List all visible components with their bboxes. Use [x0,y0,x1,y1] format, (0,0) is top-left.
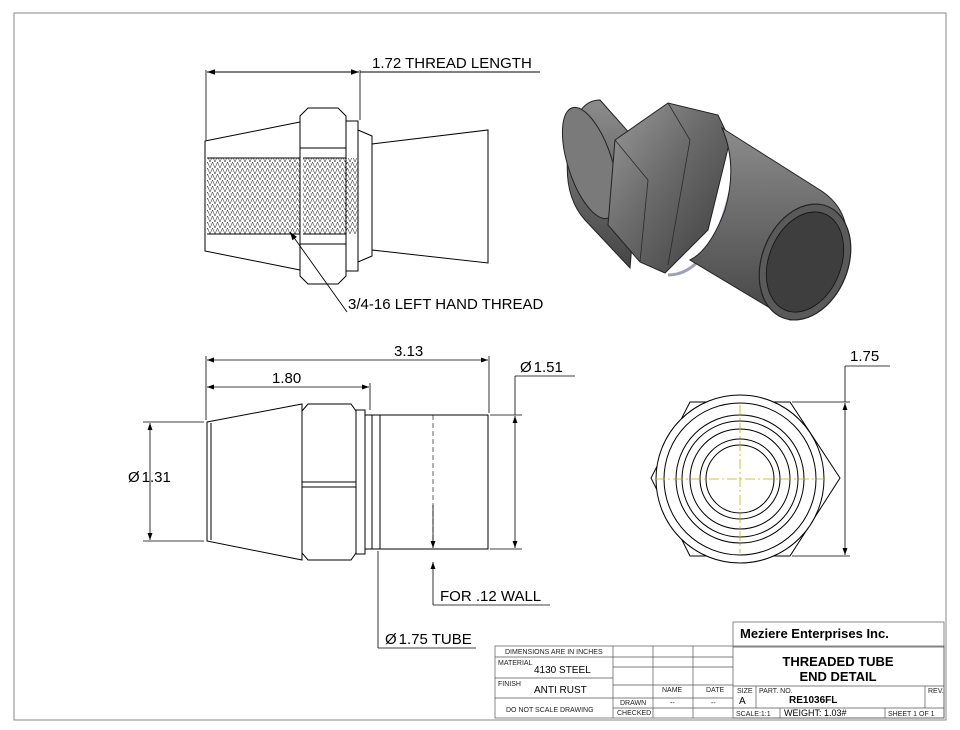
finish-label: FINISH [498,681,521,688]
weight-value: WEIGHT: 1.03# [784,708,847,718]
overall-length-label: 3.13 [394,343,423,360]
material-label: MATERIAL [498,660,533,667]
hex-width-label: 1.75 [850,348,879,365]
end-view-centerlines [655,405,825,553]
size-value: A [739,696,746,707]
thread-length-dimension: 1.72 THREAD LENGTH [205,55,540,140]
drawn-date: -- [711,700,716,707]
name-column-header: NAME [662,687,683,694]
title-block-text: Meziere Enterprises Inc. THREADED TUBE E… [498,626,944,718]
title-line-2: END DETAIL [799,669,876,684]
thread-length-label: 1.72 THREAD LENGTH [372,55,532,72]
scale-value: SCALE:1:1 [736,711,771,718]
sheet-border [13,12,947,721]
thread-callout: 3/4-16 LEFT HAND THREAD [289,231,544,313]
isometric-view [561,99,852,321]
sheet-value: SHEET 1 OF 1 [888,711,935,718]
drawn-name: -- [670,700,675,707]
body-length-label: 1.80 [272,370,301,387]
size-label: SIZE [737,688,753,695]
body-length-dimension [207,383,371,410]
thread-callout-label: 3/4-16 LEFT HAND THREAD [348,296,544,313]
hex-width-dimension [792,365,890,557]
hex-od-dimension [490,375,575,550]
tube-callout [377,551,476,649]
rev-label: REV. [928,688,944,695]
part-no-label: PART. NO. [759,688,793,695]
overall-length-dimension [205,356,490,420]
drawn-label: DRAWN [620,700,646,707]
finish-value: ANTI RUST [534,685,587,696]
title-block [494,621,945,719]
do-not-scale-note: DO NOT SCALE DRAWING [506,707,594,714]
nose-dia-dimension [143,421,204,542]
company-name: Meziere Enterprises Inc. [740,626,889,641]
side-view [206,403,489,561]
date-column-header: DATE [706,687,724,694]
title-line-1: THREADED TUBE [782,654,894,669]
top-view [204,107,489,285]
material-value: 4130 STEEL [534,665,591,676]
wall-callout [430,505,550,606]
checked-label: CHECKED [617,710,651,717]
wall-label: FOR .12 WALL [440,588,541,605]
part-no-value: RE1036FL [789,695,837,706]
dimensions-note: DIMENSIONS ARE IN INCHES [505,649,603,656]
